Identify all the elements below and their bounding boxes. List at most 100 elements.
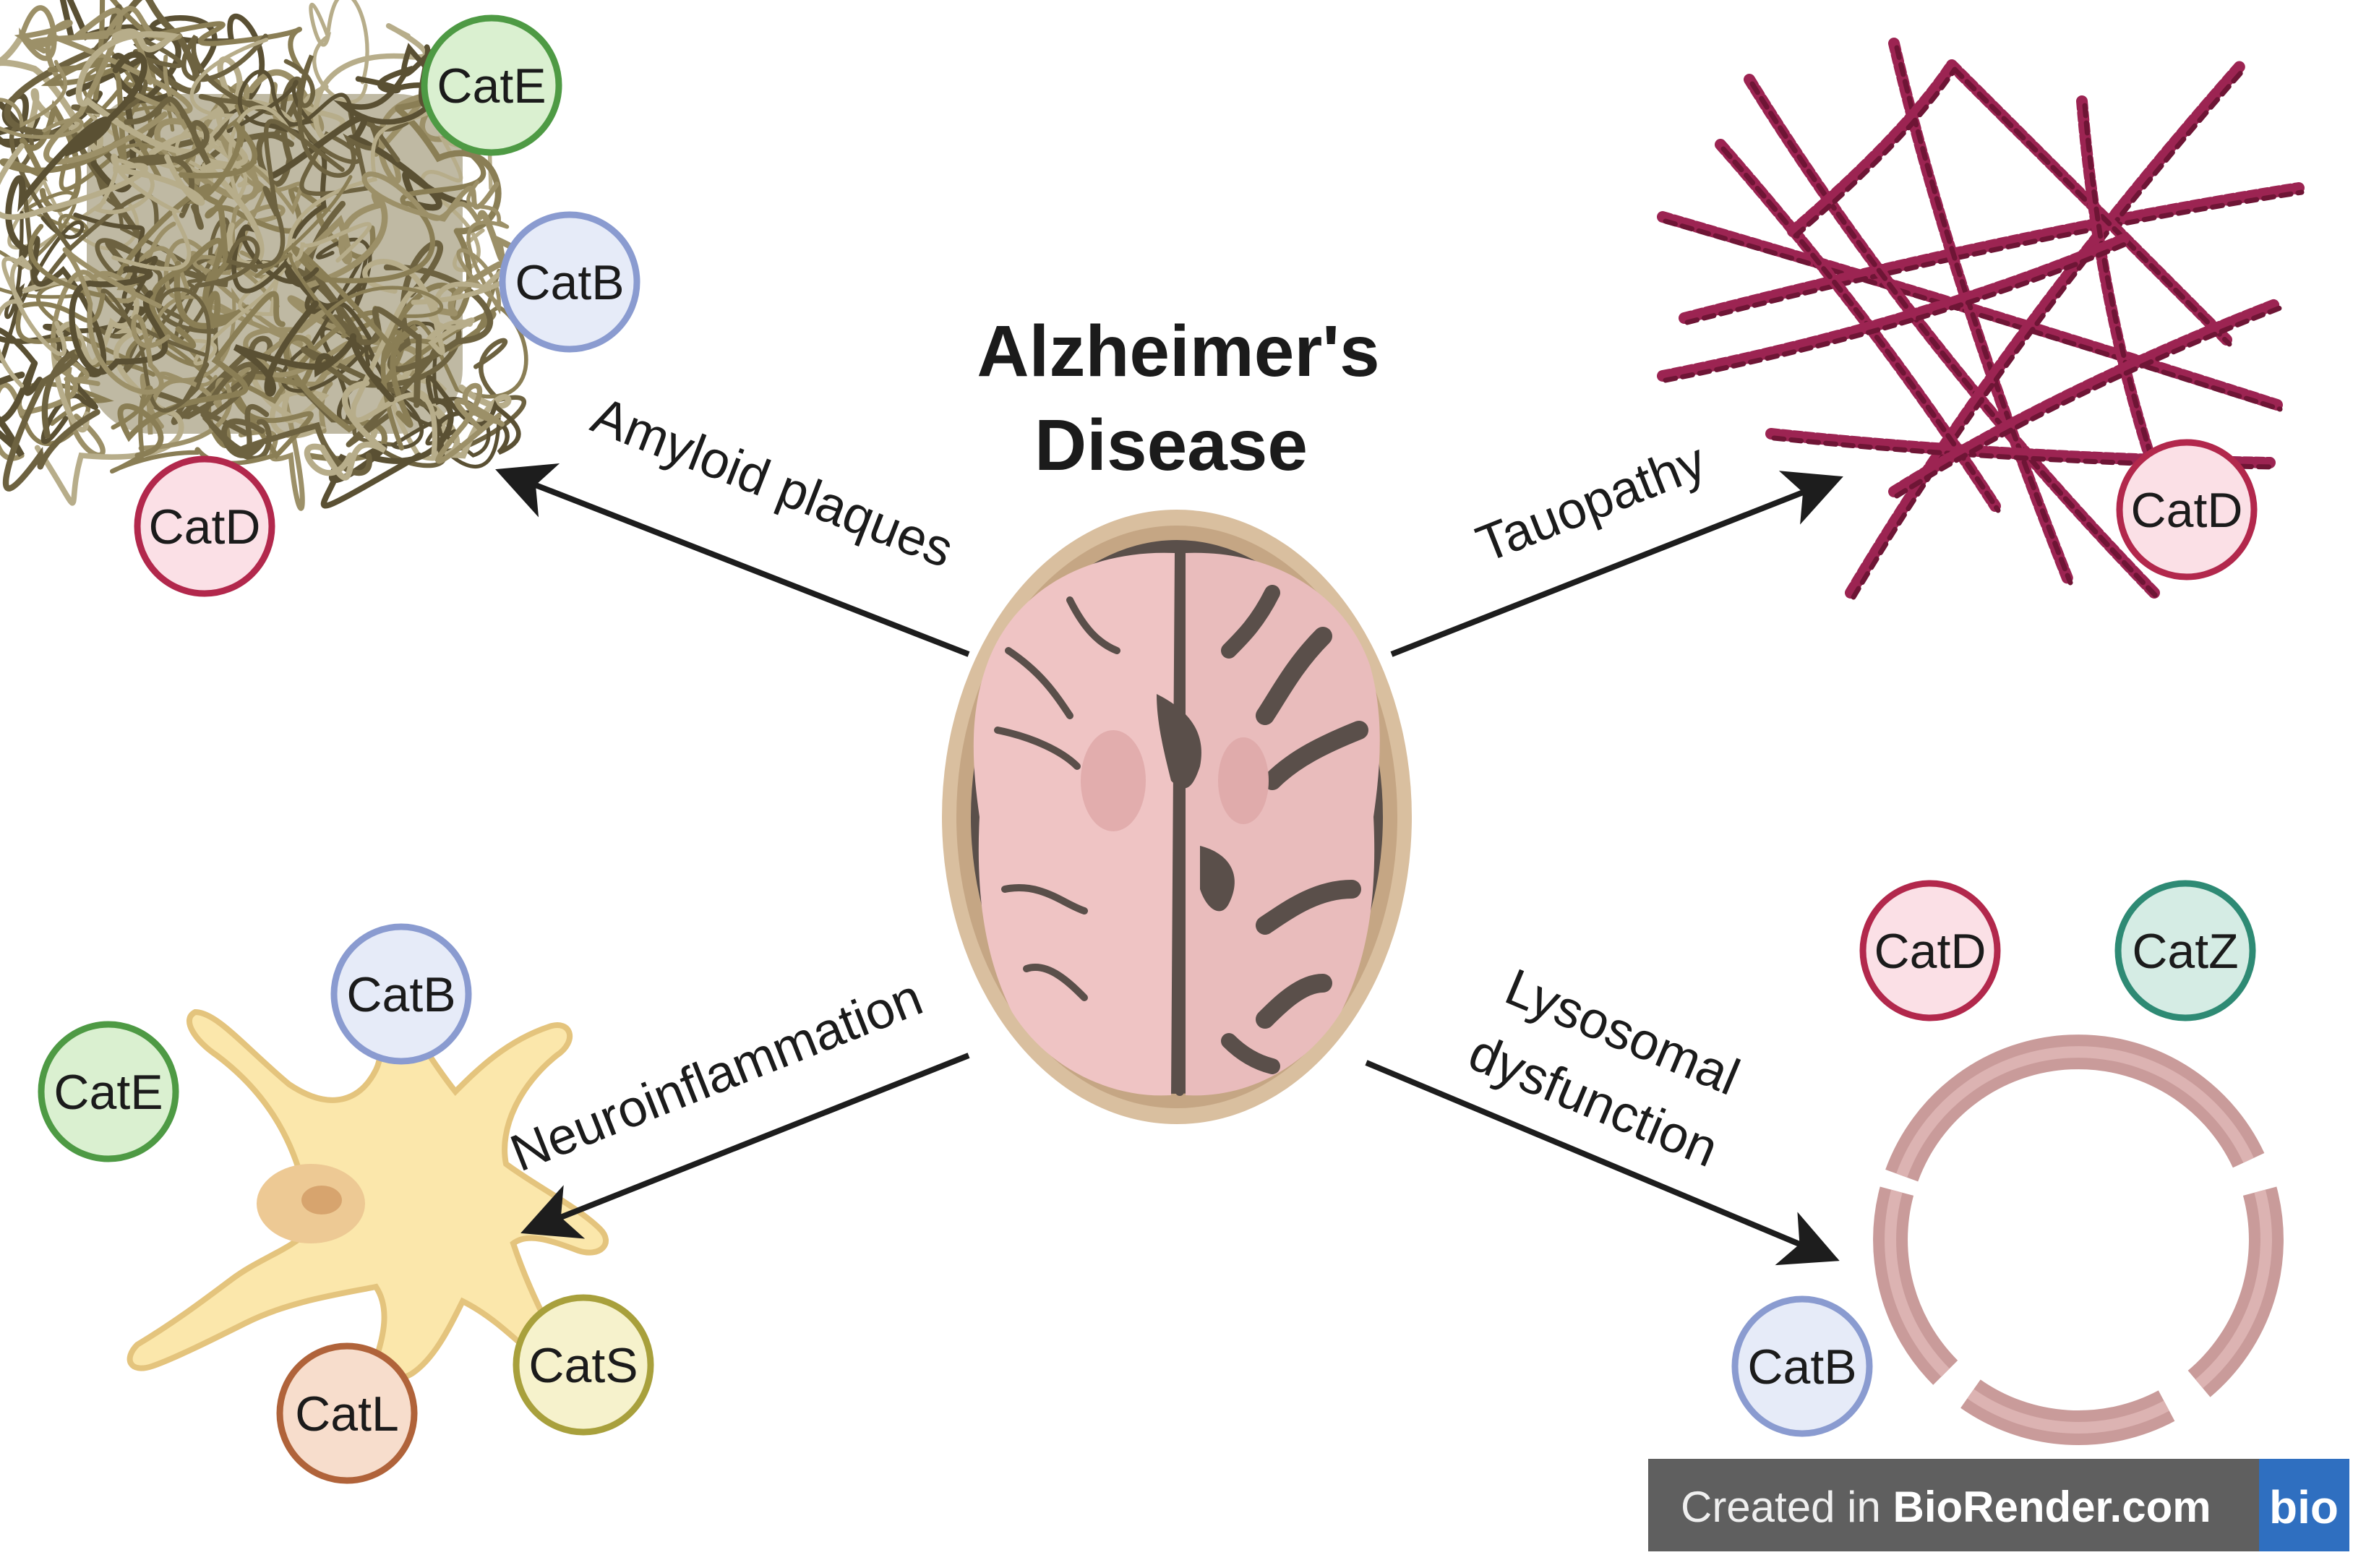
amyloid-strand xyxy=(299,255,422,408)
tau-tangles-icon xyxy=(1657,38,2305,600)
broken-lysosome-icon xyxy=(1873,1034,2284,1446)
lysosome-membrane-segment xyxy=(1885,1034,2265,1182)
tau-filament xyxy=(1684,189,2305,325)
badge-inflammation-catL: CatL xyxy=(276,1342,418,1484)
tau-filament xyxy=(1952,67,2232,347)
amyloid-strand xyxy=(194,119,345,288)
amyloid-strand xyxy=(124,96,211,218)
amyloid-strand xyxy=(291,191,388,298)
badge-label: CatB xyxy=(515,255,624,310)
biorender-logo-icon: bio xyxy=(2269,1481,2339,1533)
tau-filament xyxy=(1657,233,2131,382)
tau-filament xyxy=(1744,74,2160,599)
tau-filament xyxy=(1787,59,1958,237)
badge-label: CatL xyxy=(295,1387,399,1441)
badge-label: CatD xyxy=(149,500,261,554)
amyloid-strand xyxy=(0,33,103,153)
arrow-to-amyloid xyxy=(495,463,970,657)
amyloid-strand xyxy=(0,236,107,377)
title-line-2: Disease xyxy=(1034,405,1308,486)
amyloid-strand xyxy=(173,260,251,330)
badge-label: CatE xyxy=(437,59,546,113)
amyloid-strand xyxy=(0,143,205,220)
amyloid-strand xyxy=(147,287,254,387)
label-tauopathy: Tauopathy xyxy=(1469,432,1713,574)
badge-label: CatB xyxy=(1747,1340,1856,1395)
badge-amyloid-catE: CatE xyxy=(421,14,562,156)
amyloid-strand xyxy=(361,171,500,225)
lysosome-membrane-segment xyxy=(1885,1189,1950,1377)
amyloid-strand xyxy=(116,120,258,277)
amyloid-strand xyxy=(138,373,233,451)
amyloid-strand xyxy=(192,186,280,309)
amyloid-strand xyxy=(95,153,192,271)
amyloid-strand xyxy=(226,69,355,133)
tau-filament xyxy=(1894,305,2283,499)
tau-filament xyxy=(1851,67,2247,600)
tau-filament xyxy=(1845,59,2247,599)
amyloid-strand xyxy=(0,254,67,388)
amyloid-strand xyxy=(0,360,43,458)
amyloid-strand xyxy=(205,166,376,260)
amyloid-strand xyxy=(5,51,147,254)
amyloid-strand xyxy=(14,5,73,91)
amyloid-strand xyxy=(15,223,106,355)
badge-lysosome-catZ: CatZ xyxy=(2114,880,2256,1021)
amyloid-strand xyxy=(73,213,158,335)
amyloid-strand xyxy=(351,259,440,458)
arrows xyxy=(495,463,1843,1266)
amyloid-strand xyxy=(189,38,296,204)
tau-filament xyxy=(1679,182,2305,324)
tau-filament xyxy=(1749,81,2160,600)
amyloid-strand xyxy=(200,361,272,461)
lysosome-membrane-segment xyxy=(2195,1189,2272,1389)
tau-filament xyxy=(1888,298,2283,497)
amyloid-strand xyxy=(62,247,171,395)
tau-filament xyxy=(1793,67,1958,239)
amyloid-strand xyxy=(231,224,372,340)
amyloid-strand xyxy=(233,300,395,403)
badge-inflammation-catB: CatB xyxy=(330,923,472,1065)
arrow-to-tau xyxy=(1390,471,1843,657)
watermark-prefix: Created in xyxy=(1681,1483,1893,1531)
badge-label: CatD xyxy=(2131,483,2243,538)
amyloid-strand xyxy=(0,100,122,213)
badge-lysosome-catD: CatD xyxy=(1859,880,2001,1021)
amyloid-strand xyxy=(75,28,215,157)
biorender-watermark: Created in BioRender.com bio xyxy=(1648,1459,2349,1551)
badge-lysosome-catB: CatB xyxy=(1731,1295,1873,1437)
amyloid-fibrils-icon xyxy=(0,0,547,511)
amyloid-strand xyxy=(302,23,429,142)
amyloid-strand xyxy=(456,180,510,314)
tau-filament xyxy=(1663,240,2131,383)
watermark-brand: BioRender.com xyxy=(1893,1483,2211,1531)
badge-inflammation-catE: CatE xyxy=(38,1021,179,1162)
amyloid-strand xyxy=(29,6,193,114)
arrow-to-lysosome xyxy=(1365,1060,1840,1266)
badge-label: CatS xyxy=(528,1338,638,1393)
brain-section-icon xyxy=(942,510,1412,1124)
amyloid-strand xyxy=(71,4,184,114)
arrow-to-neuroinflammation xyxy=(520,1053,970,1239)
badge-label: CatD xyxy=(1874,924,1986,979)
badge-label: CatZ xyxy=(2132,924,2238,979)
amyloid-strand xyxy=(238,379,333,511)
title-line-1: Alzheimer's xyxy=(977,311,1379,392)
amyloid-strand xyxy=(191,76,304,230)
badge-amyloid-catB: CatB xyxy=(499,211,640,353)
microglia-cell-icon xyxy=(127,972,609,1382)
amyloid-strand xyxy=(291,145,487,356)
label-neuroinflammation: Neuroinflammation xyxy=(503,968,930,1183)
badge-inflammation-catS: CatS xyxy=(513,1294,654,1436)
amyloid-strand xyxy=(100,287,211,413)
badge-tau-catD: CatD xyxy=(2116,439,2258,580)
amyloid-strand xyxy=(309,0,369,104)
amyloid-strand xyxy=(117,291,286,458)
amyloid-strand xyxy=(69,266,168,375)
amyloid-strand xyxy=(149,174,229,349)
lysosome-membrane-segment xyxy=(1896,1046,2254,1178)
lysosome-membrane-segment xyxy=(1967,1389,2169,1434)
amyloid-strand xyxy=(110,385,277,474)
